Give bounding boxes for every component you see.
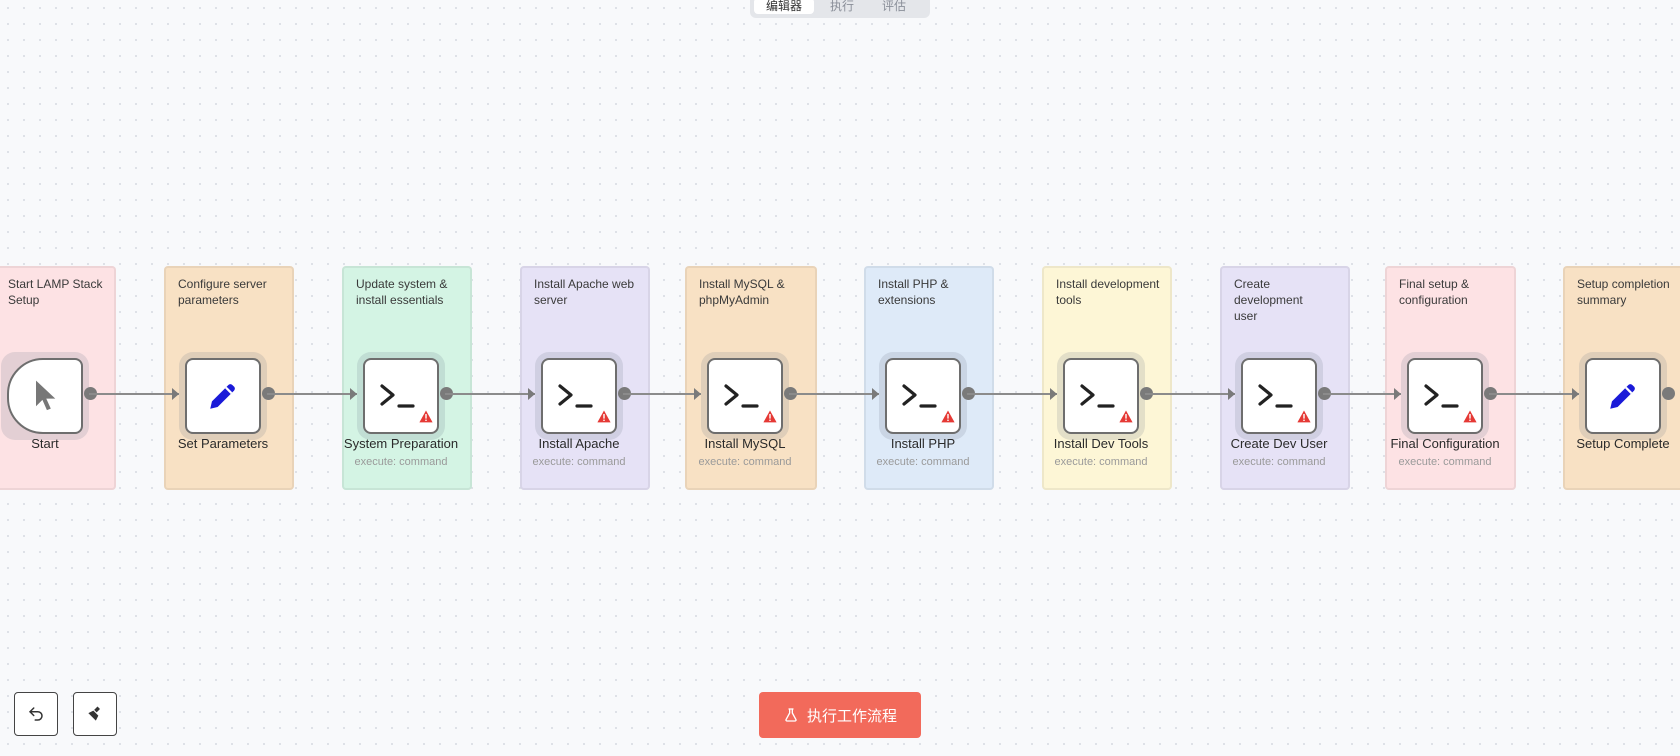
tab-evaluate[interactable]: 评估 xyxy=(882,0,907,13)
node-label: Install Dev Tools xyxy=(1053,436,1149,451)
workflow-node[interactable] xyxy=(1401,352,1489,440)
undo-button[interactable] xyxy=(14,692,58,736)
tab-editor[interactable]: 编辑器 xyxy=(754,0,815,14)
workflow-node[interactable] xyxy=(535,352,623,440)
connection-edge xyxy=(89,393,179,395)
workflow-node[interactable] xyxy=(1579,352,1667,440)
warning-icon xyxy=(941,410,955,428)
sticky-note-text: Setup completion summary xyxy=(1577,277,1670,307)
node-label: Install MySQL xyxy=(704,436,786,451)
input-port[interactable] xyxy=(1228,388,1235,400)
input-port[interactable] xyxy=(528,388,535,400)
node-label: Create Dev User xyxy=(1230,436,1328,451)
terminal-icon xyxy=(1078,382,1124,410)
input-port[interactable] xyxy=(1394,388,1401,400)
node-sublabel: execute: command xyxy=(1054,456,1148,468)
warning-icon xyxy=(419,410,433,428)
connection-edge xyxy=(1489,393,1579,395)
terminal-icon xyxy=(1422,382,1468,410)
workflow-node[interactable] xyxy=(1,352,89,440)
node-label: System Preparation xyxy=(343,436,459,451)
sticky-note-text: Install development tools xyxy=(1056,277,1160,307)
input-port[interactable] xyxy=(172,388,179,400)
clear-button[interactable] xyxy=(73,692,117,736)
node-body[interactable] xyxy=(1063,358,1139,434)
flask-icon xyxy=(785,708,797,722)
node-body[interactable] xyxy=(7,358,83,434)
node-label: Setup Complete xyxy=(1576,436,1670,451)
pencil-icon xyxy=(206,379,240,413)
connection-edge xyxy=(789,393,879,395)
warning-icon xyxy=(763,410,777,428)
cursor-icon xyxy=(31,378,59,414)
node-body[interactable] xyxy=(1585,358,1661,434)
terminal-icon xyxy=(556,382,602,410)
sticky-note-text: Install MySQL & phpMyAdmin xyxy=(699,277,785,307)
undo-icon xyxy=(29,707,43,721)
workflow-node[interactable] xyxy=(1235,352,1323,440)
warning-icon xyxy=(597,410,611,428)
warning-icon xyxy=(1297,410,1311,428)
node-sublabel: execute: command xyxy=(354,456,448,468)
node-sublabel: execute: command xyxy=(876,456,970,468)
terminal-icon xyxy=(1256,382,1302,410)
sticky-note-text: Configure server parameters xyxy=(178,277,267,307)
connection-edge xyxy=(267,393,357,395)
input-port[interactable] xyxy=(872,388,879,400)
input-port[interactable] xyxy=(1572,388,1579,400)
connection-edge xyxy=(445,393,535,395)
workflow-node[interactable] xyxy=(357,352,445,440)
node-body[interactable] xyxy=(541,358,617,434)
node-sublabel: execute: command xyxy=(1398,456,1492,468)
connection-edge xyxy=(1323,393,1401,395)
terminal-icon xyxy=(722,382,768,410)
input-port[interactable] xyxy=(694,388,701,400)
warning-icon xyxy=(1119,410,1133,428)
sticky-note-text: Update system & install essentials xyxy=(356,277,448,307)
tab-execute[interactable]: 执行 xyxy=(830,0,855,13)
workflow-node[interactable] xyxy=(1057,352,1145,440)
node-sublabel: execute: command xyxy=(698,456,792,468)
node-label: Start xyxy=(31,436,59,451)
workflow-node[interactable] xyxy=(179,352,267,440)
workflow-node[interactable] xyxy=(701,352,789,440)
run-workflow-label: 执行工作流程 xyxy=(806,707,897,725)
connection-edge xyxy=(1145,393,1235,395)
terminal-icon xyxy=(900,382,946,410)
node-label: Final Configuration xyxy=(1390,436,1500,451)
workflow-node[interactable] xyxy=(879,352,967,440)
connection-edge xyxy=(967,393,1057,395)
pencil-icon xyxy=(1606,379,1640,413)
sticky-note-text: Install PHP & extensions xyxy=(878,277,949,307)
node-label: Install Apache xyxy=(538,436,620,451)
output-port[interactable] xyxy=(1662,387,1675,400)
node-label: Set Parameters xyxy=(177,436,269,451)
sticky-note-text: Final setup & configuration xyxy=(1399,277,1470,307)
node-label: Install PHP xyxy=(890,436,956,451)
connection-edge xyxy=(623,393,701,395)
sticky-note-text: Start LAMP Stack Setup xyxy=(8,277,103,307)
node-body[interactable] xyxy=(363,358,439,434)
node-body[interactable] xyxy=(1241,358,1317,434)
input-port[interactable] xyxy=(350,388,357,400)
node-sublabel: execute: command xyxy=(1232,456,1326,468)
node-sublabel: execute: command xyxy=(532,456,626,468)
broom-icon xyxy=(88,706,100,721)
node-body[interactable] xyxy=(885,358,961,434)
input-port[interactable] xyxy=(1050,388,1057,400)
mode-tabs: 编辑器 执行 评估 xyxy=(750,0,930,18)
terminal-icon xyxy=(378,382,424,410)
sticky-note-text: Install Apache web server xyxy=(534,277,635,307)
sticky-note-text: Create development user xyxy=(1234,277,1303,323)
node-body[interactable] xyxy=(1407,358,1483,434)
node-body[interactable] xyxy=(185,358,261,434)
warning-icon xyxy=(1463,410,1477,428)
node-body[interactable] xyxy=(707,358,783,434)
run-workflow-button[interactable]: 执行工作流程 xyxy=(759,692,921,738)
